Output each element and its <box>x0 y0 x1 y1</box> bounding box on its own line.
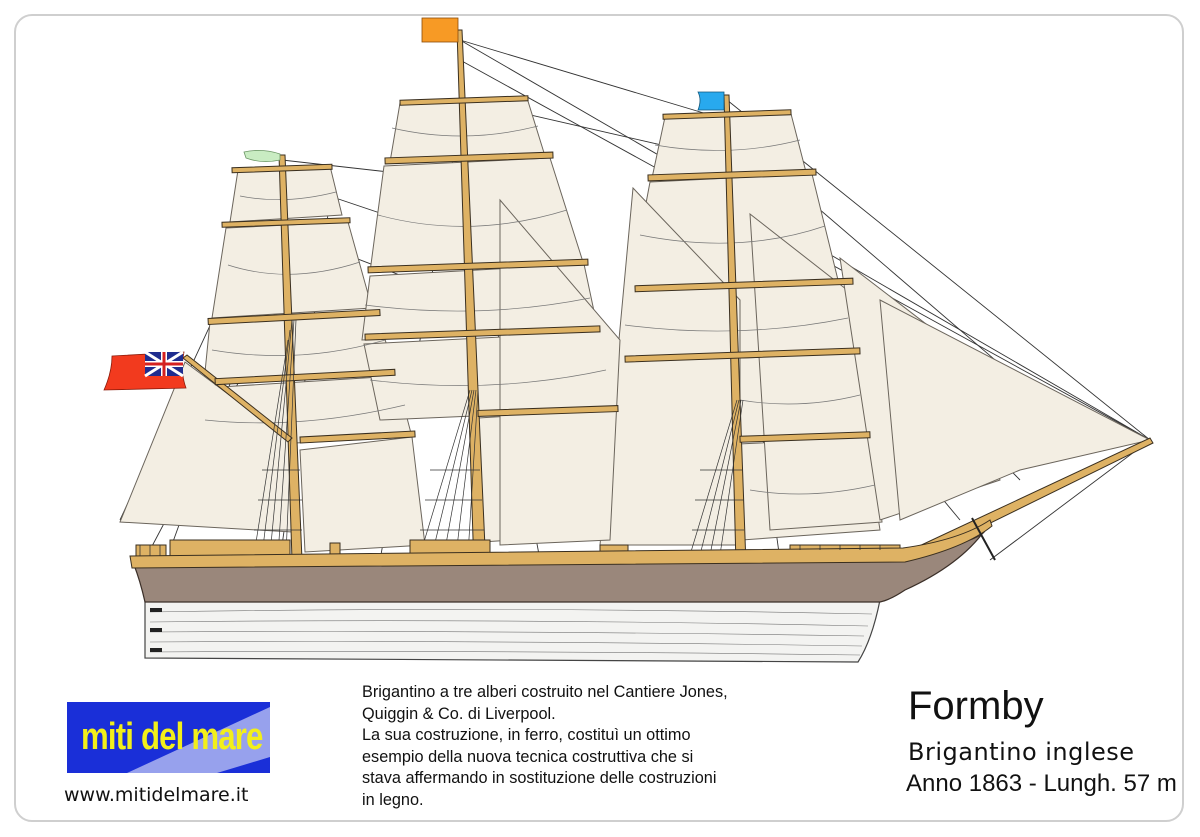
description-line: stava affermando in sostituzione delle c… <box>362 769 717 787</box>
pennant-orange-icon <box>421 17 459 43</box>
pennant-green-icon <box>243 150 281 162</box>
description-line: esempio della nuova tecnica costruttiva … <box>362 747 694 766</box>
miti-del-mare-logo: miti del mare <box>67 702 270 773</box>
logo-wave-icon <box>127 707 270 773</box>
hull <box>129 517 996 663</box>
ship-specs: Anno 1863 - Lungh. 57 m <box>906 770 1177 797</box>
ship-description: Brigantino a tre alberi costruito nel Ca… <box>362 682 792 811</box>
red-ensign-flag-icon <box>103 350 187 391</box>
pennant-blue-icon <box>697 91 725 111</box>
description-line: Quiggin & Co. di Liverpool. <box>362 704 556 723</box>
masts <box>182 29 1154 571</box>
logo-text: miti del mare <box>81 716 263 758</box>
description-line: Brigantino a tre alberi costruito nel Ca… <box>362 683 728 701</box>
description-line: La sua costruzione, in ferro, costituì u… <box>362 726 691 744</box>
sails <box>119 97 1152 553</box>
website-link[interactable]: www.mitidelmare.it <box>64 784 249 806</box>
description-line: in legno. <box>362 790 424 809</box>
ship-type: Brigantino inglese <box>908 738 1135 766</box>
ship-name: Formby <box>908 684 1044 728</box>
